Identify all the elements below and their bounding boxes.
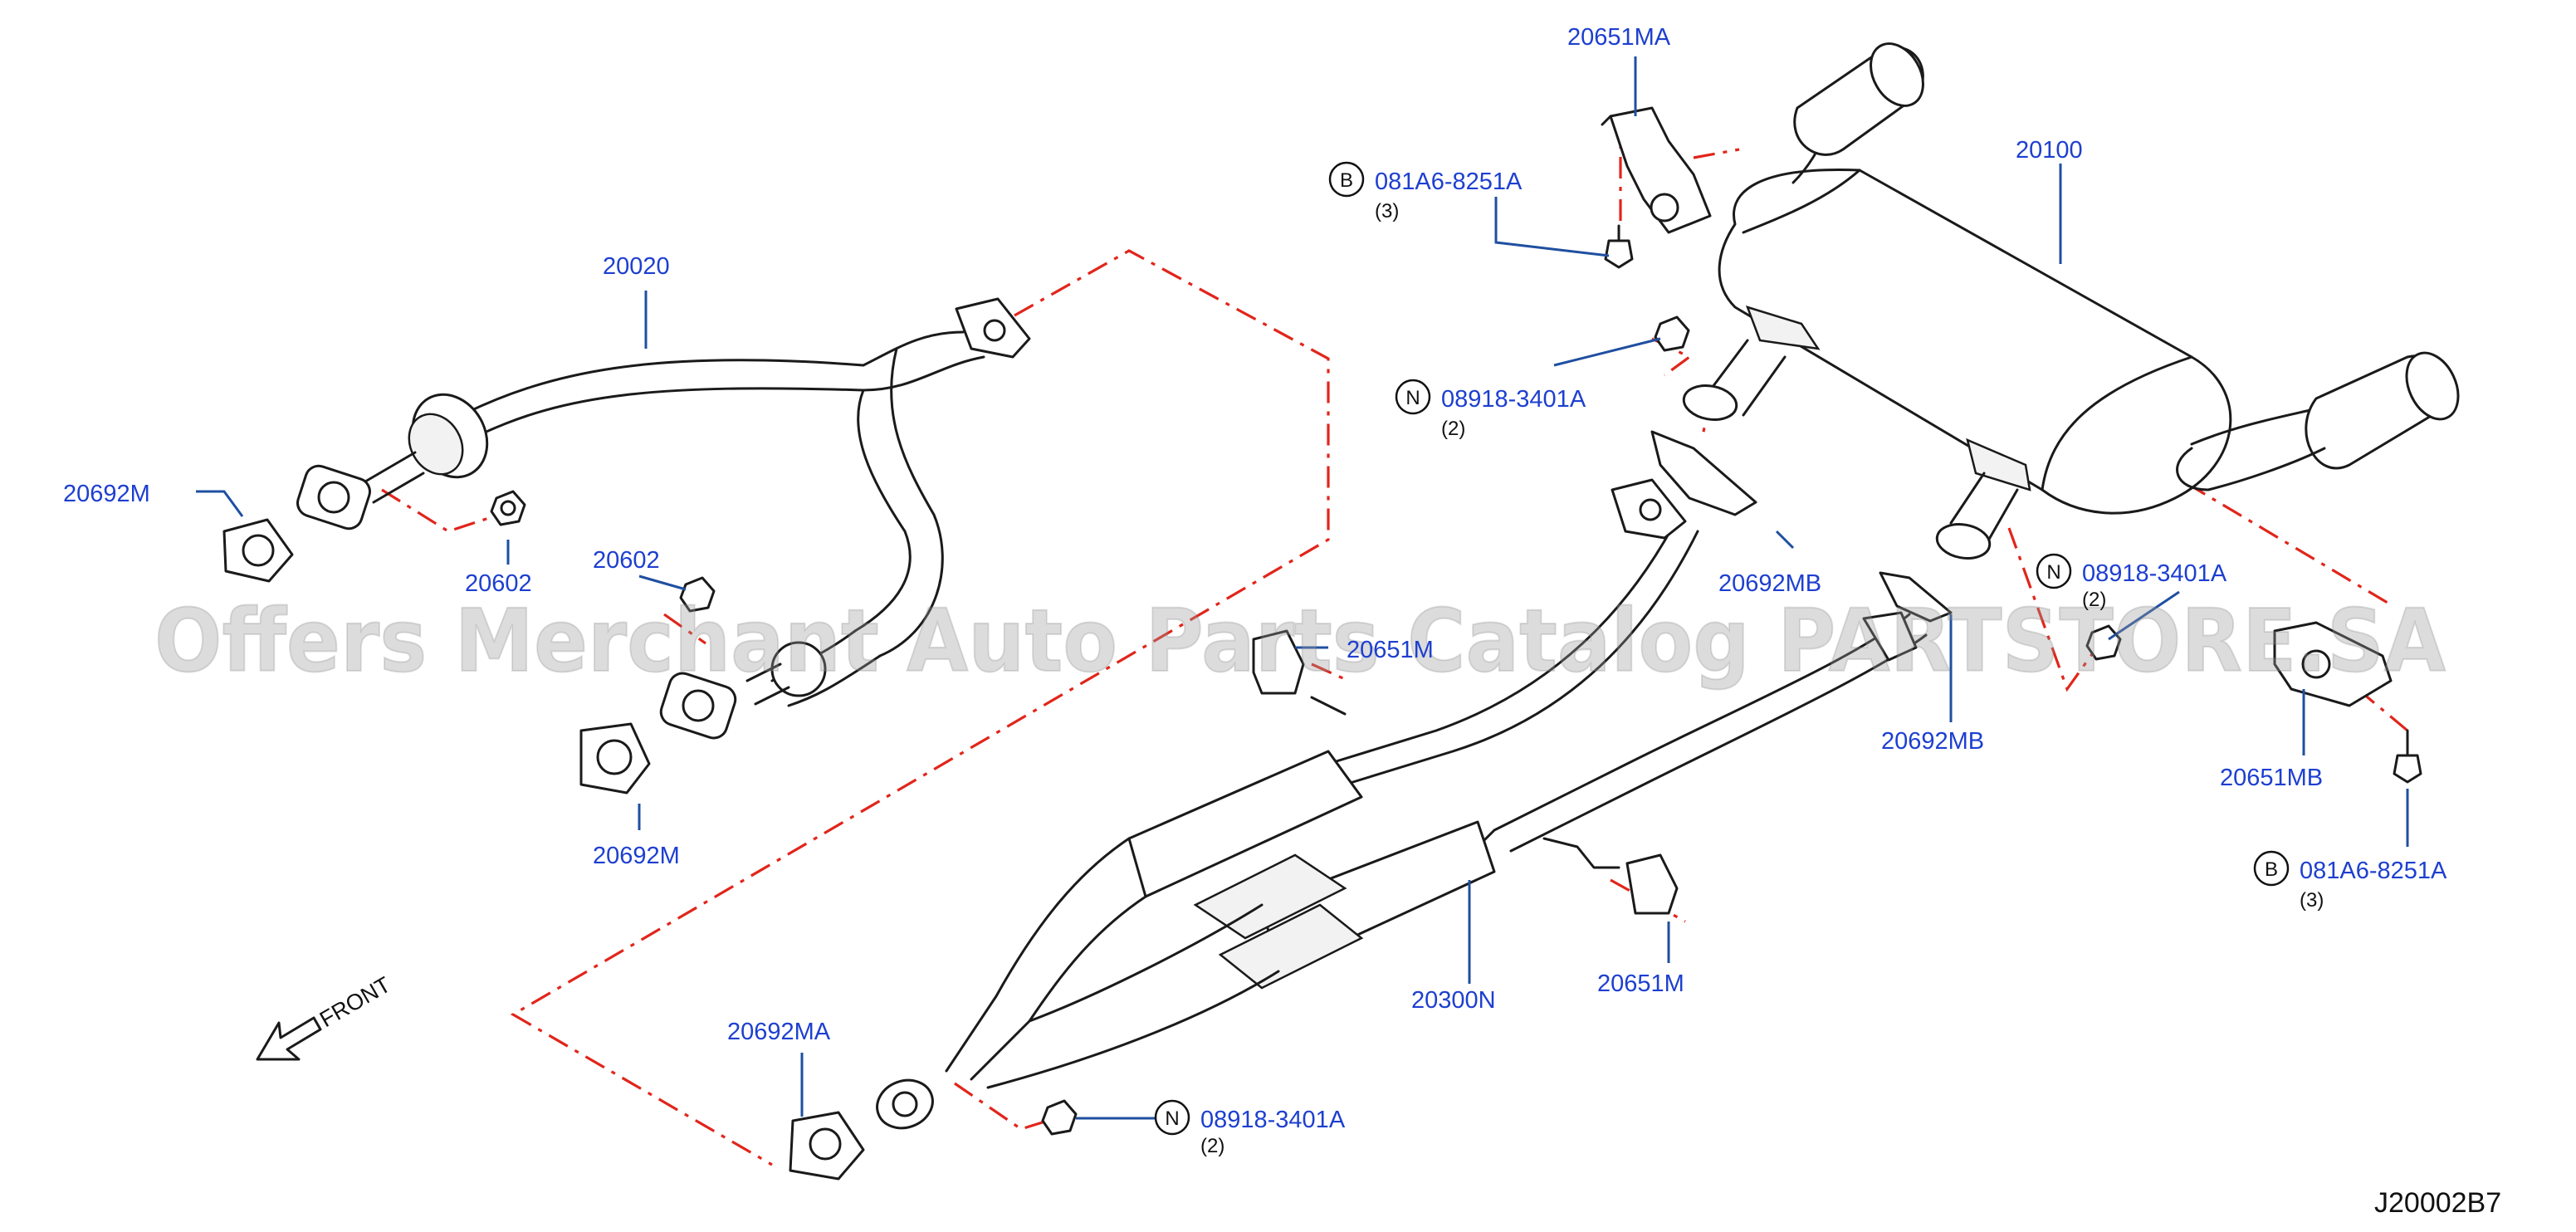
- label-20651MB[interactable]: 20651MB: [2220, 765, 2323, 791]
- svg-text:(2): (2): [1200, 1135, 1224, 1157]
- svg-text:(2): (2): [1441, 418, 1465, 440]
- label-20692M-left[interactable]: 20692M: [63, 481, 150, 507]
- hanger-20651M-top: [1252, 629, 1347, 716]
- front-arrow-icon: [256, 1016, 322, 1061]
- front-label: FRONT: [315, 972, 395, 1032]
- nut-top: [1654, 315, 1690, 352]
- svg-text:B: B: [1340, 169, 1353, 192]
- label-20692MA[interactable]: 20692MA: [727, 1019, 831, 1045]
- hanger-20651M-bottom: [1625, 853, 1679, 915]
- svg-text:081A6-8251A: 081A6-8251A: [1375, 169, 1523, 195]
- svg-text:(2): (2): [2082, 589, 2106, 611]
- nut-bottom: [1041, 1099, 1078, 1136]
- label-20602-a[interactable]: 20602: [465, 570, 532, 597]
- gasket-20692MA: [789, 1111, 865, 1181]
- nut-20602-a: [490, 490, 526, 526]
- callout-nut-top[interactable]: N 08918-3401A (2): [1395, 379, 1586, 440]
- gasket-20692MB-b: [1879, 571, 1953, 623]
- label-20300N[interactable]: 20300N: [1411, 987, 1496, 1014]
- svg-text:B: B: [2265, 858, 2278, 881]
- nut-right: [2085, 624, 2122, 661]
- part-labels: 20651MA 20100 20020 20692M 20602 20602 2…: [63, 24, 2323, 1045]
- gasket-20692M-left: [222, 518, 294, 583]
- gasket-20692M-mid: [579, 722, 651, 794]
- nut-20602-b: [679, 576, 716, 613]
- rear-muffler-20100: [1682, 42, 2460, 560]
- watermark-text: Offers Merchant Auto Parts Catalog PARTS…: [154, 590, 2446, 692]
- label-20651MA[interactable]: 20651MA: [1567, 24, 1671, 51]
- label-20692M-mid[interactable]: 20692M: [593, 843, 680, 869]
- label-20692MB-b[interactable]: 20692MB: [1881, 728, 1984, 755]
- callout-bolt-right[interactable]: B 081A6-8251A (3): [2253, 850, 2447, 912]
- label-20651M-top[interactable]: 20651M: [1347, 637, 1434, 663]
- label-20651M-bottom[interactable]: 20651M: [1597, 970, 1684, 997]
- label-20692MB-a[interactable]: 20692MB: [1718, 570, 1821, 597]
- callout-nut-bottom[interactable]: N 08918-3401A (2): [1154, 1099, 1346, 1157]
- hanger-20651MB: [2273, 621, 2393, 707]
- callout-nut-right[interactable]: N 08918-3401A (2): [2036, 553, 2227, 611]
- front-direction-indicator: FRONT: [256, 972, 395, 1061]
- hanger-20651MA: [1601, 106, 1712, 234]
- label-20100[interactable]: 20100: [2016, 137, 2083, 164]
- front-y-pipe-20020: [296, 297, 1031, 740]
- svg-text:08918-3401A: 08918-3401A: [2082, 560, 2227, 587]
- label-20602-b[interactable]: 20602: [593, 547, 660, 574]
- bolt-right: [2393, 729, 2422, 784]
- svg-text:N: N: [1405, 387, 1420, 409]
- callout-bolt-top[interactable]: B 081A6-8251A (3): [1328, 161, 1523, 222]
- gasket-20692MB-a: [1650, 430, 1757, 516]
- bolt-top: [1604, 224, 1634, 269]
- svg-text:081A6-8251A: 081A6-8251A: [2300, 858, 2447, 884]
- diagram-code: J20002B7: [2374, 1187, 2501, 1219]
- label-20020[interactable]: 20020: [603, 253, 670, 280]
- svg-text:08918-3401A: 08918-3401A: [1200, 1107, 1346, 1133]
- svg-text:08918-3401A: 08918-3401A: [1441, 386, 1586, 413]
- svg-text:N: N: [2046, 561, 2060, 584]
- leader-lines: [196, 56, 2409, 1120]
- svg-text:N: N: [1165, 1107, 1179, 1130]
- center-pipe-20300N: [876, 478, 1928, 1130]
- svg-text:(3): (3): [1375, 200, 1399, 222]
- svg-text:(3): (3): [2300, 889, 2324, 912]
